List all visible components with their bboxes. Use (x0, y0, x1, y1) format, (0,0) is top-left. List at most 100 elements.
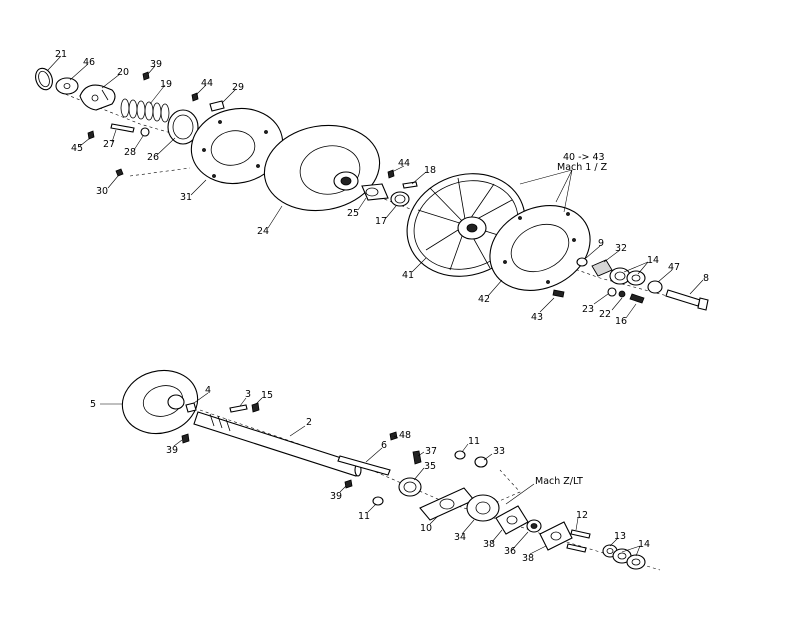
upper-leader-lines (47, 55, 704, 319)
callout-18: 18 (424, 165, 436, 176)
range-note-line1: 40 -> 43 (563, 152, 605, 163)
callout-5: 5 (90, 399, 96, 410)
part-9-washer (576, 257, 588, 267)
part-17-seal (390, 191, 410, 207)
callout-39-b: 39 (166, 445, 178, 456)
part-36-bearing (526, 519, 542, 533)
part-5-fixed-sheave (121, 369, 199, 435)
callout-32: 32 (615, 243, 627, 254)
lower-assembly (121, 369, 661, 571)
callout-22: 22 (599, 309, 611, 320)
callout-26: 26 (147, 152, 159, 163)
callout-27: 27 (103, 139, 115, 150)
part-45-screw (87, 130, 95, 140)
part-28-washer (140, 127, 150, 137)
part-34-housing (466, 494, 500, 522)
part-14-bearing-lower (612, 548, 646, 570)
callout-45: 45 (71, 143, 83, 154)
part-39-screw-top (142, 71, 150, 81)
upper-assembly (35, 67, 709, 311)
part-4-key (185, 402, 197, 413)
part-48-screw (389, 431, 398, 441)
lower-leader-lines (100, 392, 641, 557)
callout-24: 24 (257, 226, 269, 237)
part-31-cover-plate (190, 108, 284, 184)
part-38-flange-b (539, 521, 573, 551)
part-46-washer (55, 77, 79, 95)
callout-38-b: 38 (522, 553, 534, 564)
part-30-screw (115, 168, 124, 177)
callout-30: 30 (96, 186, 108, 197)
callout-33: 33 (493, 446, 505, 457)
callout-44-b: 44 (398, 158, 410, 169)
part-29-clip (209, 100, 225, 112)
part-19-spring (120, 98, 170, 123)
callout-21: 21 (55, 49, 67, 60)
callout-20: 20 (117, 67, 129, 78)
callout-35: 35 (424, 461, 436, 472)
callout-12: 12 (576, 510, 588, 521)
part-39-screw-c (344, 479, 353, 489)
callout-3: 3 (245, 389, 251, 400)
part-24-sliding-sheave (263, 124, 381, 212)
part-35-bearing (398, 477, 422, 497)
part-10-flange-plate (419, 487, 475, 521)
callout-4: 4 (205, 385, 211, 396)
callout-42: 42 (478, 294, 490, 305)
part-21-retaining-ring (35, 67, 53, 91)
callout-39: 39 (150, 59, 162, 70)
part-11-nut-a (454, 450, 466, 460)
callout-labels: 21 46 20 39 19 44 29 45 27 28 26 30 31 2… (55, 49, 709, 564)
callout-46: 46 (83, 57, 95, 68)
callout-14-b: 14 (638, 539, 650, 550)
callout-38: 38 (483, 539, 495, 550)
callout-14: 14 (647, 255, 659, 266)
callout-47: 47 (668, 262, 680, 273)
part-32-spacer (591, 259, 613, 277)
callout-16: 16 (615, 316, 627, 327)
part-38-flange-a (495, 505, 529, 535)
part-37-setscrew (412, 450, 422, 465)
callout-13: 13 (614, 531, 626, 542)
part-18-pin (402, 181, 418, 189)
part-2-shaft (193, 411, 362, 477)
part-11-nut-b (372, 496, 384, 506)
part-26-bushing (167, 109, 199, 145)
callout-48: 48 (399, 430, 411, 441)
callout-36: 36 (504, 546, 516, 557)
part-20-cam-arm (79, 84, 116, 111)
callout-41: 41 (402, 270, 414, 281)
callout-11: 11 (468, 436, 480, 447)
part-6-key (337, 455, 391, 476)
part-33-washer (474, 456, 488, 468)
part-14-bearing (609, 267, 646, 286)
part-44-screw (191, 92, 199, 102)
callout-9: 9 (598, 238, 604, 249)
callout-37: 37 (425, 446, 437, 457)
range-note-line2: Mach 1 / Z (557, 162, 608, 173)
callout-19: 19 (160, 79, 172, 90)
part-22-nut (618, 290, 626, 298)
callout-29: 29 (232, 82, 244, 93)
part-16-screw (629, 293, 645, 304)
part-39-screw-lower (181, 433, 190, 444)
part-15-screw (251, 402, 260, 413)
part-42-sheave-plate (489, 205, 591, 291)
callout-11-b: 11 (358, 511, 370, 522)
callout-28: 28 (124, 147, 136, 158)
callout-23: 23 (582, 304, 594, 315)
part-3-key (229, 404, 248, 413)
callout-44: 44 (201, 78, 213, 89)
part-43-screw (552, 289, 565, 298)
callout-31: 31 (180, 192, 192, 203)
callout-10: 10 (420, 523, 432, 534)
part-8-bolt (665, 289, 709, 311)
callout-17: 17 (375, 216, 387, 227)
part-27-pin (110, 123, 135, 133)
mach-zlt-note: Mach Z/LT (535, 476, 583, 487)
part-47-washer (647, 280, 663, 294)
part-12-bolts (566, 529, 591, 553)
callout-25: 25 (347, 208, 359, 219)
callout-2: 2 (306, 417, 312, 428)
part-23-washer (607, 287, 617, 297)
